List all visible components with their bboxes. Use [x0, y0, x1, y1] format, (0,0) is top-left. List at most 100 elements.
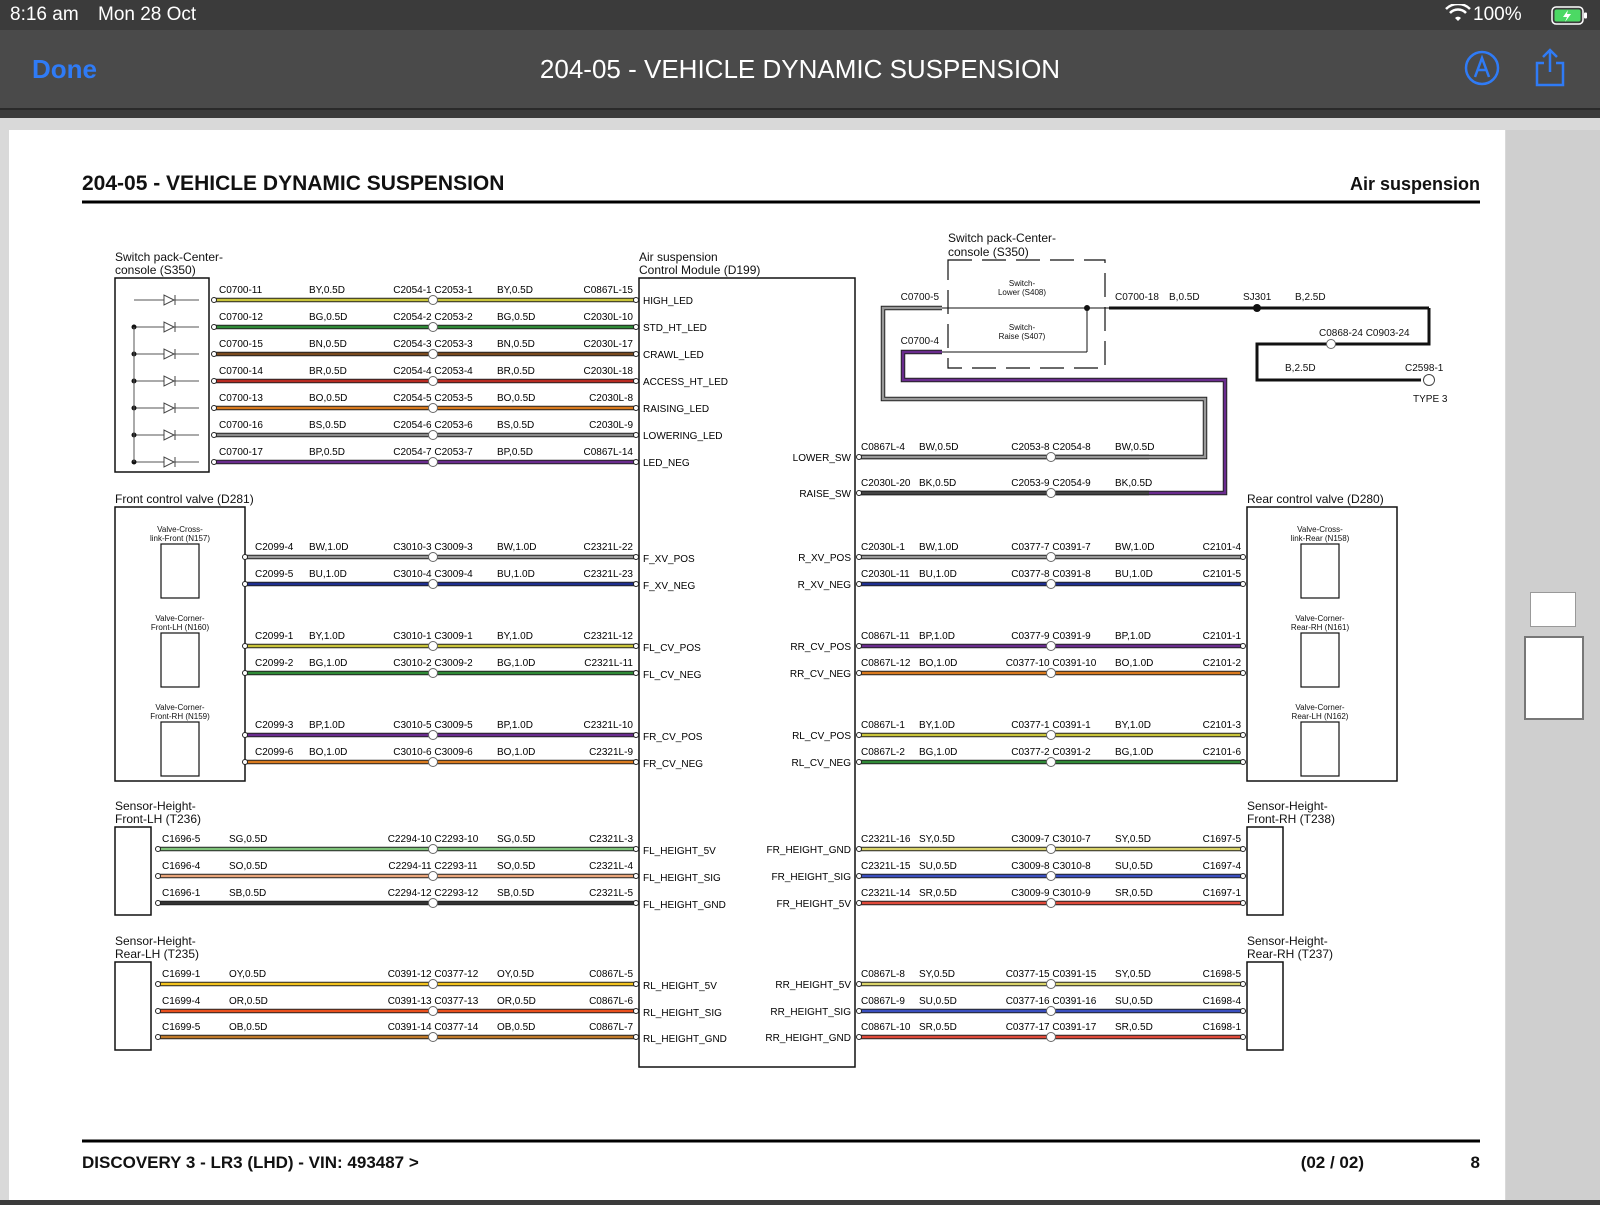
right-wire-0-wire-code-2: BW,0.5D: [1115, 442, 1154, 453]
left-wire-9-inline-connector: [428, 641, 438, 651]
left-wire-14-end-terminal: [633, 873, 639, 879]
right-wire-7-end-terminal: [1240, 759, 1246, 765]
left-wire-11-inline-label: C3010-5 C3009-5: [393, 720, 473, 731]
module-label-2: Control Module (D199): [639, 263, 760, 277]
raise-route: [859, 350, 1227, 495]
right-pin-4: RR_CV_POS: [790, 642, 851, 653]
left-wire-16-inline-label: C0391-12 C0377-12: [388, 969, 479, 980]
left-pin-0: HIGH_LED: [643, 296, 693, 307]
left-wire-18-inline-label: C0391-14 C0377-14: [388, 1022, 479, 1033]
left-wire-0-wire-code-2: BY,0.5D: [497, 285, 533, 296]
left-wire-17-inline-label: C0391-13 C0377-13: [388, 996, 479, 1007]
right-pin-7: RL_CV_NEG: [792, 758, 852, 769]
ground-inline-connector: [1326, 339, 1336, 349]
right-wire-0-start-terminal: [856, 454, 862, 460]
left-wire-10-connector-2: C2321L-11: [584, 658, 633, 669]
left-wire-6-inline-label: C2054-7 C2053-7: [393, 447, 473, 458]
page-thumbnail-1[interactable]: [1530, 592, 1576, 627]
front-valve-box-0: [160, 543, 200, 599]
left-wire-16-inline-connector: [428, 979, 438, 989]
left-wire-5-inline-label: C2054-6 C2053-6: [393, 420, 473, 431]
share-icon[interactable]: [1534, 48, 1566, 93]
right-wire-8-connector-1: C2321L-16: [861, 834, 911, 845]
left-wire-5-connector-2: C2030L-9: [589, 420, 633, 431]
left-wire-6-end-terminal: [633, 459, 639, 465]
left-wire-4-wire-code-2: BO,0.5D: [497, 393, 535, 404]
module-label-1: Air suspension: [639, 250, 718, 264]
sensor-rr-box: [1246, 961, 1284, 1051]
page-thumbnail-2[interactable]: [1524, 636, 1584, 720]
right-wire-8-wire-code: SY,0.5D: [919, 834, 955, 845]
right-wire-3-wire-code: BU,1.0D: [919, 569, 957, 580]
right-wire-13-end-terminal: [1240, 1034, 1246, 1040]
right-wire-9-inline-label: C3009-8 C3010-8: [1011, 861, 1091, 872]
left-wire-12-end-terminal: [633, 759, 639, 765]
document-viewer[interactable]: 204-05 - VEHICLE DYNAMIC SUSPENSION Air …: [0, 118, 1600, 1200]
right-wire-12-start-terminal: [856, 1008, 862, 1014]
right-wire-5-start-terminal: [856, 670, 862, 676]
raise-route-outline: [859, 349, 1228, 496]
right-pin-8: FR_HEIGHT_GND: [767, 845, 851, 856]
left-wire-5-connector-1: C0700-16: [219, 420, 263, 431]
left-wire-5-inline-connector: [428, 430, 438, 440]
right-wire-6-wire-code: BY,1.0D: [919, 720, 955, 731]
battery-percent: 100%: [1473, 4, 1522, 25]
right-wire-6-wire-code-2: BY,1.0D: [1115, 720, 1151, 731]
left-wire-14-connector-2: C2321L-4: [589, 861, 633, 872]
left-wire-1-connector-1: C0700-12: [219, 312, 263, 323]
sensor-rr-label-1: Sensor-Height-: [1247, 934, 1328, 948]
right-wire-7-inline-label: C0377-2 C0391-2: [1011, 747, 1091, 758]
left-wire-18-connector-1: C1699-5: [162, 1022, 201, 1033]
sensor-rl-box: [114, 961, 152, 1051]
left-wire-7-wire-code-2: BW,1.0D: [497, 542, 536, 553]
wiring-diagram: 204-05 - VEHICLE DYNAMIC SUSPENSION Air …: [82, 172, 1480, 1172]
right-wire-12-wire-code-2: SU,0.5D: [1115, 996, 1153, 1007]
led-diode-icon-1: [163, 321, 176, 333]
left-wire-11-connector-2: C2321L-10: [584, 720, 634, 731]
left-wire-8-start-terminal: [242, 581, 248, 587]
right-wire-6-start-terminal: [856, 732, 862, 738]
left-wire-1-connector-2: C2030L-10: [584, 312, 634, 323]
switch-junction: [1084, 305, 1090, 311]
right-wire-5-wire-code-2: BO,1.0D: [1115, 658, 1153, 669]
left-pin-10: FL_CV_NEG: [643, 670, 702, 681]
right-wire-9-wire-code-2: SU,0.5D: [1115, 861, 1153, 872]
right-wire-0-connector-1: C0867L-4: [861, 442, 905, 453]
right-wire-8-start-terminal: [856, 846, 862, 852]
sensor-fr-label-1: Sensor-Height-: [1247, 799, 1328, 813]
right-wire-3-inline-label: C0377-8 C0391-8: [1011, 569, 1091, 580]
rear-valve-label-1-b: Rear-RH (N161): [1291, 623, 1350, 632]
led-diode-icon-3: [163, 375, 176, 387]
status-bar: 8:16 am Mon 28 Oct 100%: [0, 0, 1600, 30]
left-wire-10-inline-connector: [428, 668, 438, 678]
page-thumbnail-sidebar: [1506, 130, 1600, 1200]
left-wire-5-wire-code: BS,0.5D: [309, 420, 346, 431]
left-wire-12-wire-code: BO,1.0D: [309, 747, 347, 758]
splice-point: [1253, 304, 1261, 312]
left-wire-8-wire-code: BU,1.0D: [309, 569, 347, 580]
left-wire-4-start-terminal: [211, 405, 217, 411]
left-wire-11-connector-1: C2099-3: [255, 720, 294, 731]
switch-out-wire: B,0.5D: [1169, 292, 1200, 303]
left-wire-13-connector-2: C2321L-3: [589, 834, 633, 845]
done-button[interactable]: Done: [32, 54, 97, 84]
front-valve-label-2-a: Valve-Corner-: [155, 703, 205, 712]
left-wire-6-start-terminal: [211, 459, 217, 465]
markup-icon[interactable]: [1464, 50, 1500, 91]
right-pin-12: RR_HEIGHT_SIG: [770, 1007, 851, 1018]
led-diode-icon-4: [163, 402, 176, 414]
left-wire-15-inline-connector: [428, 898, 438, 908]
left-wire-9-connector-1: C2099-1: [255, 631, 294, 642]
left-wire-12-connector-2: C2321L-9: [589, 747, 633, 758]
rear-valve-box: [1246, 506, 1398, 782]
left-pin-4: RAISING_LED: [643, 404, 709, 415]
left-wire-4-inline-label: C2054-5 C2053-5: [393, 393, 473, 404]
front-valve-box-2: [160, 721, 200, 777]
sensor-fl-label-2: Front-LH (T236): [115, 812, 201, 826]
left-wire-11-wire-code-2: BP,1.0D: [497, 720, 533, 731]
led-diode-icon-6: [163, 456, 176, 468]
left-wire-4-inline-connector: [428, 403, 438, 413]
left-wire-18-inline-connector: [428, 1032, 438, 1042]
switch-pack-left-label-2: console (S350): [115, 263, 196, 277]
right-pin-13: RR_HEIGHT_GND: [765, 1033, 851, 1044]
